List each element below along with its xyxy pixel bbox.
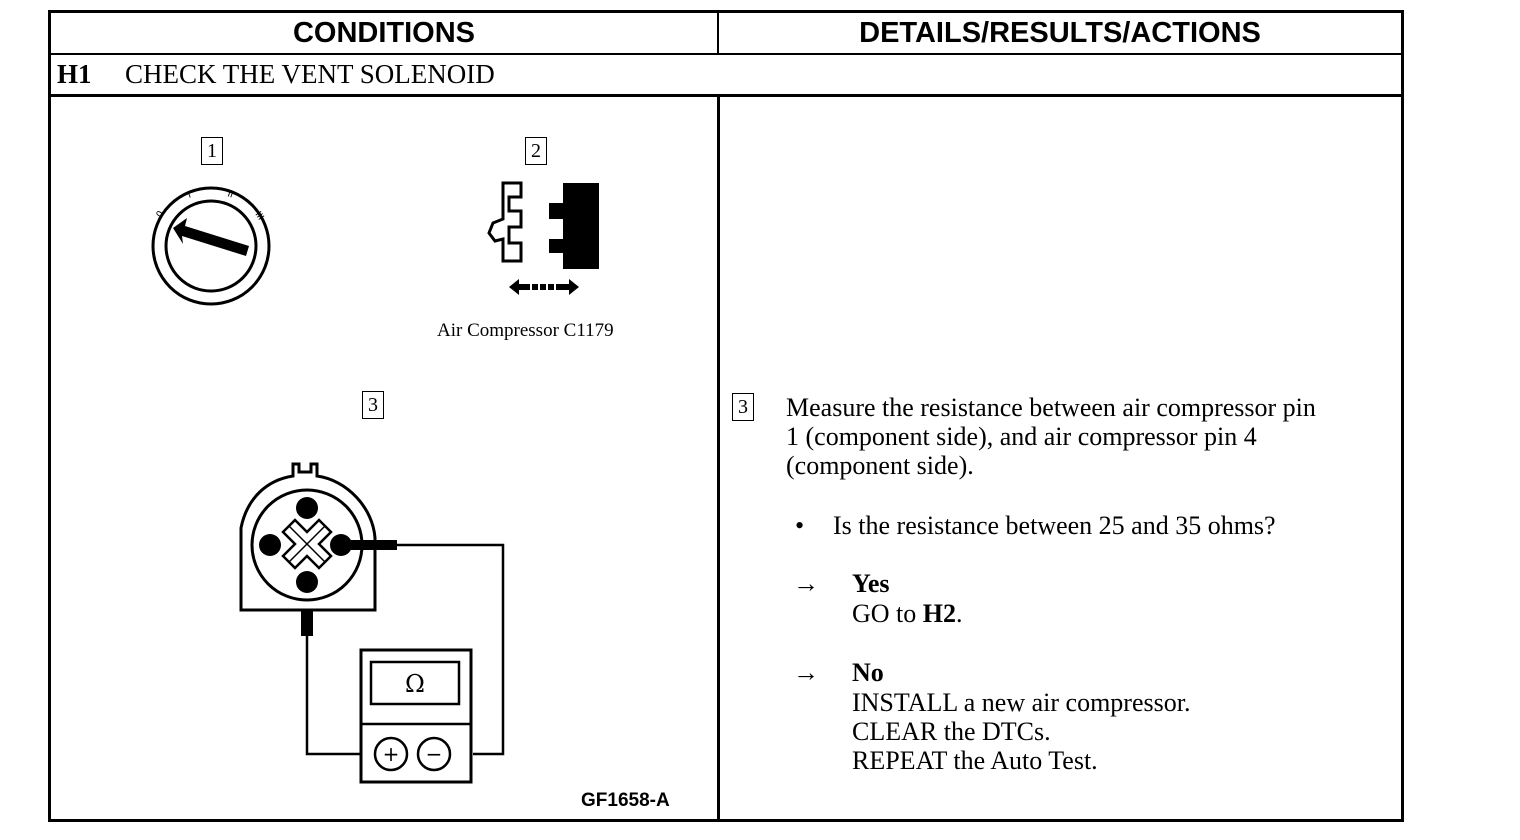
figure-step-box-3: 3 (362, 391, 384, 419)
yes-action: GO to H2. (852, 599, 963, 628)
instruction-text: Measure the resistance between air compr… (786, 393, 1316, 480)
yes-action-target: H2 (922, 599, 957, 628)
instruction-line-3: (component side). (786, 451, 974, 480)
details-step-box: 3 (732, 393, 754, 421)
diagnostic-table: CONDITIONS DETAILS/RESULTS/ACTIONS H1 CH… (48, 10, 1404, 822)
meter-plus-terminal: + (383, 742, 400, 766)
no-actions: INSTALL a new air compressor. CLEAR the … (852, 688, 1190, 775)
figure-step-box-1: 1 (201, 137, 223, 165)
step-code: H1 (57, 59, 92, 89)
figure-step-box-2: 2 (525, 137, 547, 165)
details-header: DETAILS/RESULTS/ACTIONS (719, 13, 1401, 55)
yes-arrow: → (793, 569, 819, 598)
conditions-header: CONDITIONS (51, 13, 719, 55)
no-arrow: → (793, 658, 819, 687)
no-action-1: INSTALL a new air compressor. (852, 688, 1191, 717)
instruction-line-1: Measure the resistance between air compr… (786, 393, 1316, 422)
figure-id: GF1658-A (581, 790, 670, 811)
step-title: CHECK THE VENT SOLENOID (125, 59, 495, 89)
connector-disconnect-icon (487, 181, 599, 295)
column-divider (717, 97, 720, 822)
yes-label: Yes (852, 569, 890, 598)
ignition-pos-0: 0 (155, 209, 167, 219)
yes-action-suffix: . (956, 599, 963, 628)
ignition-pos-1: I (187, 191, 193, 201)
no-action-2: CLEAR the DTCs. (852, 717, 1051, 746)
question-bullet: • (795, 511, 805, 540)
step-title-row: H1 CHECK THE VENT SOLENOID (51, 55, 1401, 97)
connector-meter-diagram: Ω + − (239, 462, 505, 784)
no-label: No (852, 658, 884, 687)
question-text: Is the resistance between 25 and 35 ohms… (833, 511, 1276, 540)
ignition-switch-icon: 0 I II III (151, 186, 271, 306)
instruction-line-2: 1 (component side), and air compressor p… (786, 422, 1257, 451)
yes-action-prefix: GO to (852, 599, 923, 628)
meter-ohm-symbol: Ω (405, 670, 425, 698)
meter-minus-terminal: − (426, 742, 443, 766)
ignition-pos-2: II (226, 189, 234, 200)
no-action-3: REPEAT the Auto Test. (852, 746, 1098, 775)
connector-label: Air Compressor C1179 (437, 320, 614, 341)
